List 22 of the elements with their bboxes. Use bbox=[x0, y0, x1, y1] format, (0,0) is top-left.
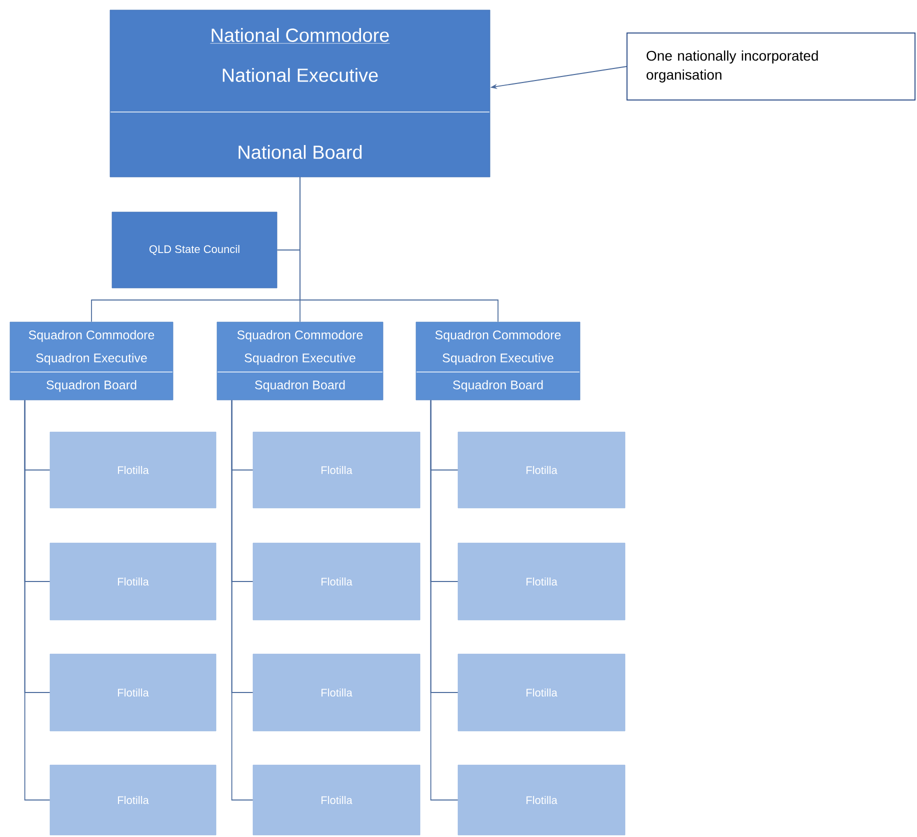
org-box: Flotilla bbox=[458, 764, 626, 836]
org-box: Flotilla bbox=[50, 764, 216, 836]
connector bbox=[231, 400, 254, 800]
org-box: Flotilla bbox=[252, 542, 420, 620]
org-box: Flotilla bbox=[252, 764, 420, 836]
callout-box: One nationally incorporated organisation bbox=[626, 32, 916, 100]
org-box: Flotilla bbox=[458, 542, 626, 620]
org-box: Flotilla bbox=[50, 542, 216, 620]
org-box: Flotilla bbox=[252, 432, 420, 508]
org-box: Squadron Commodore Squadron Executive Squadron Board bbox=[216, 322, 384, 400]
org-box: Squadron Commodore Squadron Executive Squadron Board bbox=[10, 322, 174, 400]
org-box: Squadron Commodore Squadron Executive Squadron Board bbox=[416, 322, 580, 400]
connector bbox=[24, 400, 50, 800]
org-box: National Commodore National Executive National Board bbox=[110, 10, 490, 178]
org-box: Flotilla bbox=[458, 432, 626, 508]
org-box: Flotilla bbox=[50, 432, 216, 508]
connector bbox=[300, 176, 498, 322]
org-box: Flotilla bbox=[50, 654, 216, 732]
org-box: Flotilla bbox=[458, 654, 626, 732]
org-box: Flotilla bbox=[252, 654, 420, 732]
org-box: QLD State Council bbox=[112, 212, 278, 288]
connector bbox=[430, 400, 458, 800]
